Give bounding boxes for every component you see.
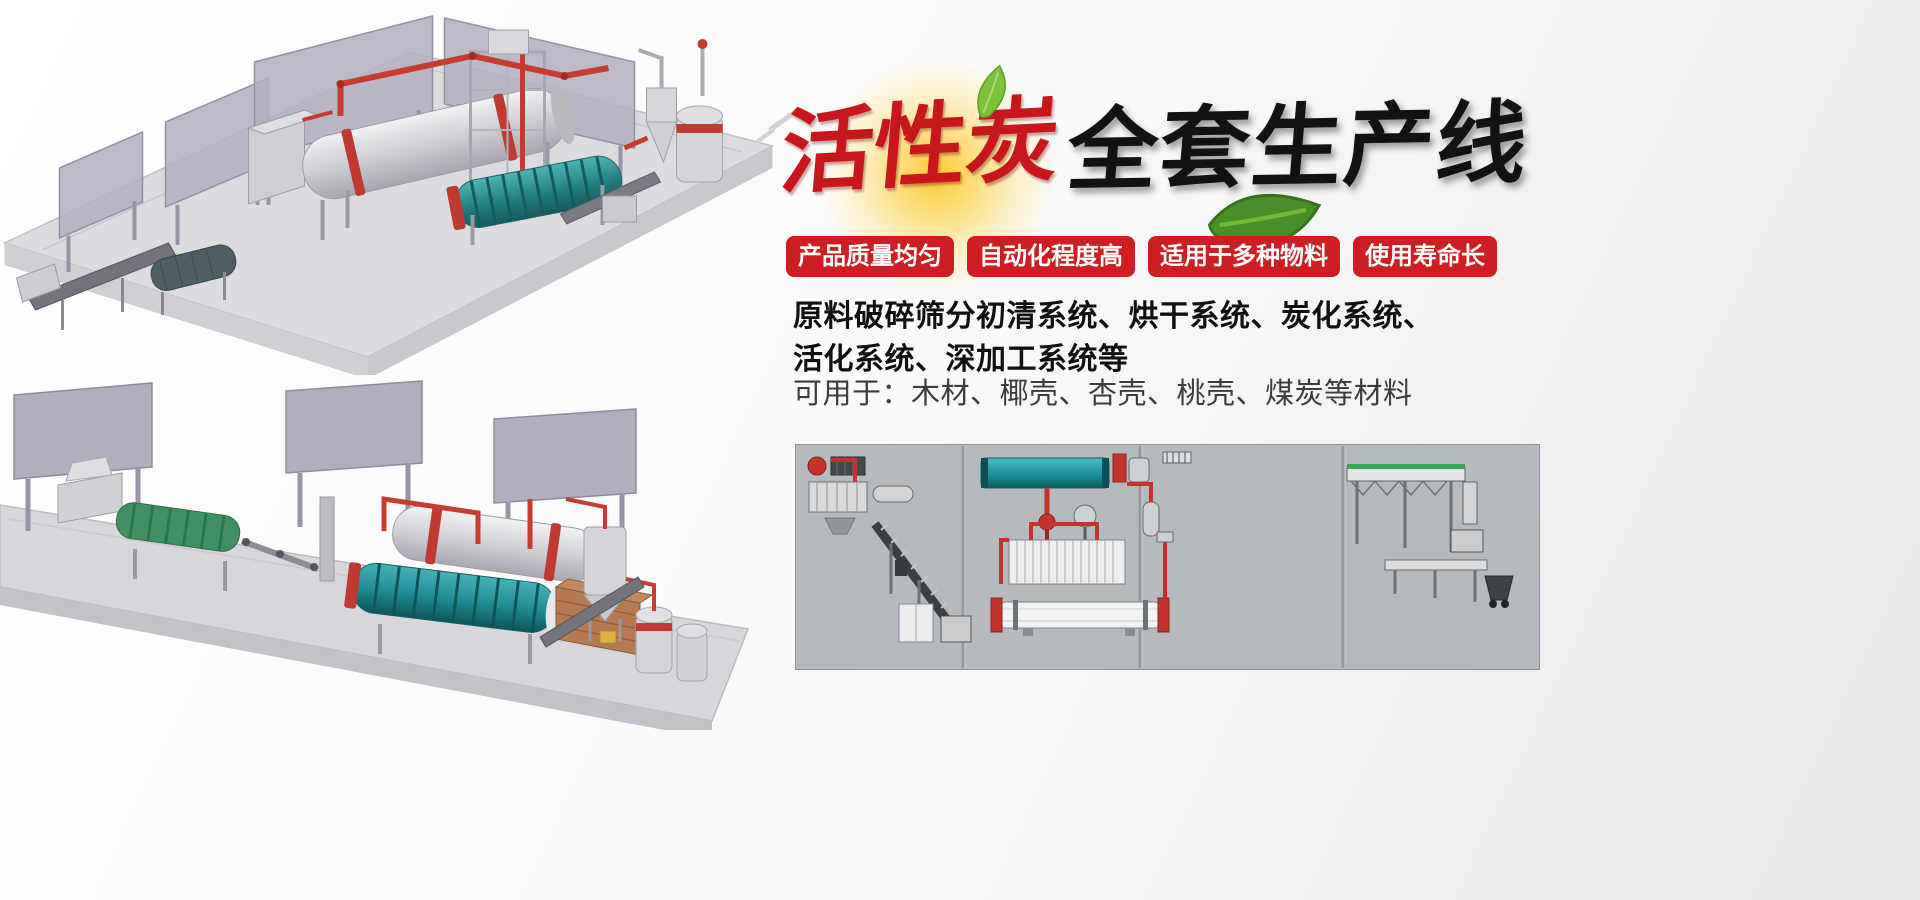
badge-quality: 产品质量均匀 <box>786 236 954 277</box>
inclined-conveyor <box>539 576 645 648</box>
badge-materials: 适用于多种物料 <box>1148 236 1340 277</box>
feeder-silo <box>246 109 334 205</box>
materials-line: 可用于：木材、椰壳、杏壳、桃壳、煤炭等材料 <box>793 378 1413 410</box>
canopy-walls <box>13 380 637 557</box>
green-screening-drum <box>115 502 241 591</box>
render-bottom-illustration <box>0 380 750 730</box>
red-piping <box>381 496 533 549</box>
render-top-illustration <box>2 15 775 375</box>
packing-section <box>1346 464 1514 608</box>
crusher-feeder <box>57 456 123 524</box>
cyclone-separator <box>637 48 678 164</box>
badge-lifespan: 使用寿命长 <box>1353 236 1497 277</box>
red-piping <box>336 52 610 116</box>
plan-schematic-illustration <box>795 444 1540 670</box>
rotary-dryer-drum <box>302 83 575 240</box>
crushing-section <box>807 456 972 643</box>
feature-badges: 产品质量均匀 自动化程度高 适用于多种物料 使用寿命长 <box>786 236 1497 277</box>
system-description: 原料破碎筛分初清系统、烘干系统、炭化系统、 活化系统、深加工系统等 <box>793 296 1533 381</box>
rotary-dryer-drum <box>392 505 598 629</box>
description-line-1: 原料破碎筛分初清系统、烘干系统、炭化系统、 <box>793 300 1434 333</box>
aux-machine <box>602 195 637 223</box>
banner-title: 活性炭全套生产线 <box>754 60 1542 290</box>
screw-conveyor <box>240 496 335 582</box>
layout-schematic-panel <box>795 444 1540 670</box>
description-line-2: 活化系统、深加工系统等 <box>793 342 1129 376</box>
leaf-icon <box>1207 193 1322 246</box>
carbonization-drum <box>344 562 565 664</box>
storage-tank <box>623 39 723 183</box>
production-line-render-bottom <box>0 378 760 730</box>
production-line-render-top <box>0 0 775 375</box>
inclined-conveyor <box>15 242 177 330</box>
drying-section <box>980 451 1192 636</box>
title-black-text: 全套生产线 <box>1063 93 1533 203</box>
leaf-icon <box>977 64 1006 119</box>
screening-drum <box>150 244 237 315</box>
badge-automation: 自动化程度高 <box>967 236 1135 277</box>
